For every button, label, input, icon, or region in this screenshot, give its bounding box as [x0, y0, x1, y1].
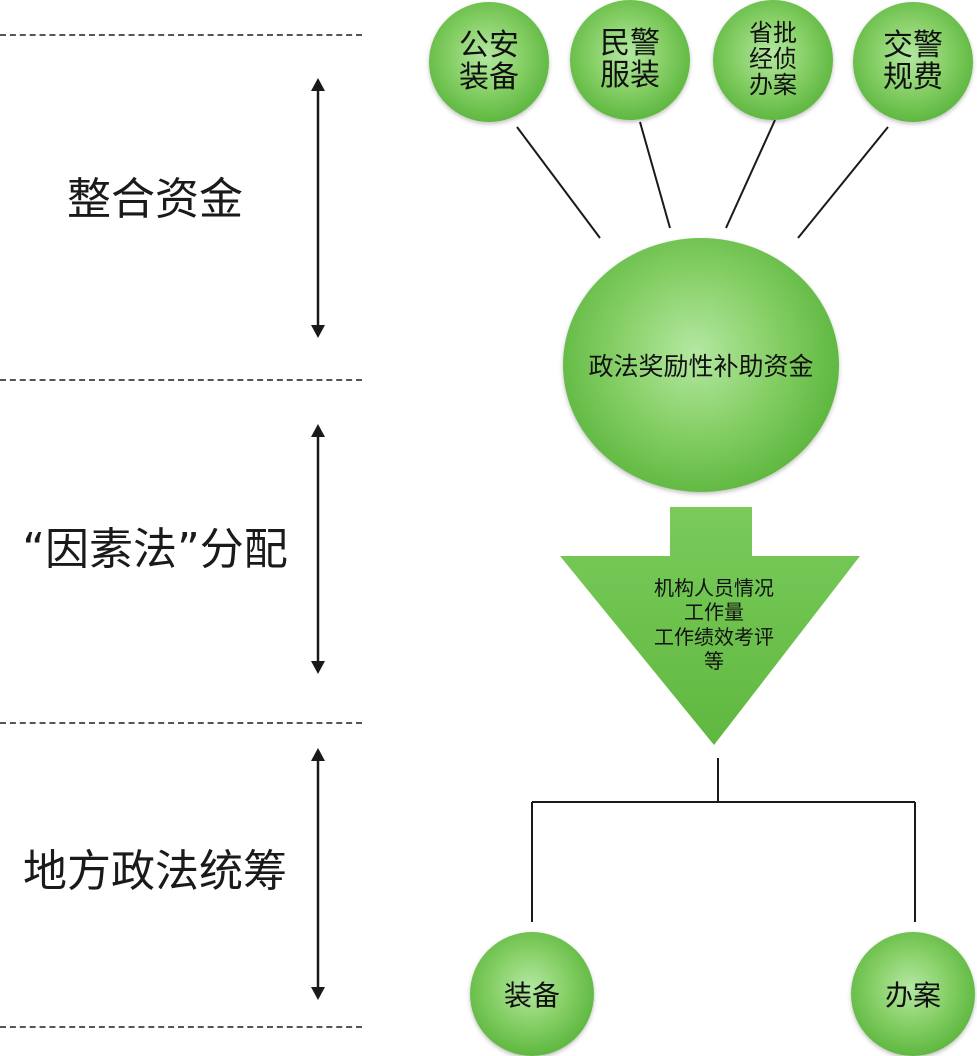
stage-divider-bottom [0, 1026, 362, 1028]
stage-span-arrow-2 [311, 424, 325, 674]
fund-label: 政法奖励性补助资金 [588, 352, 814, 381]
stage-divider-2 [0, 722, 362, 724]
fund-node: 政法奖励性补助资金 [563, 238, 839, 492]
source-node-economic-investigation: 省批 经侦 办案 [713, 0, 833, 120]
stage-divider-1 [0, 379, 362, 381]
source-label: 民警 服装 [600, 25, 660, 93]
stage-label-factor-allocation: “因素法”分配 [22, 524, 288, 575]
connector-source-1 [516, 126, 601, 239]
source-label: 交警 规费 [883, 27, 943, 95]
source-label: 公安 装备 [459, 27, 519, 95]
source-node-traffic-fees: 交警 规费 [853, 2, 973, 122]
stage-label-local-coordination: 地方政法统筹 [23, 846, 287, 897]
allocation-factors-text: 机构人员情况 工作量 工作绩效考评 等 [654, 576, 774, 674]
output-node-case-handling: 办案 [851, 932, 975, 1056]
connector-source-2 [639, 121, 671, 229]
output-label: 办案 [884, 979, 941, 1012]
stage-divider-top [0, 34, 362, 36]
output-node-equipment: 装备 [470, 932, 594, 1056]
stage-span-arrow-1 [311, 78, 325, 338]
source-node-police-equipment: 公安 装备 [429, 2, 549, 122]
allocation-arrow [560, 507, 860, 745]
stage-label-integrate-funds: 整合资金 [67, 174, 243, 225]
connector-source-4 [797, 126, 889, 239]
connector-source-3 [725, 119, 776, 229]
output-label: 装备 [503, 979, 560, 1012]
source-label: 省批 经侦 办案 [749, 19, 797, 99]
stage-span-arrow-3 [311, 748, 325, 1000]
source-node-uniforms: 民警 服装 [570, 0, 690, 120]
